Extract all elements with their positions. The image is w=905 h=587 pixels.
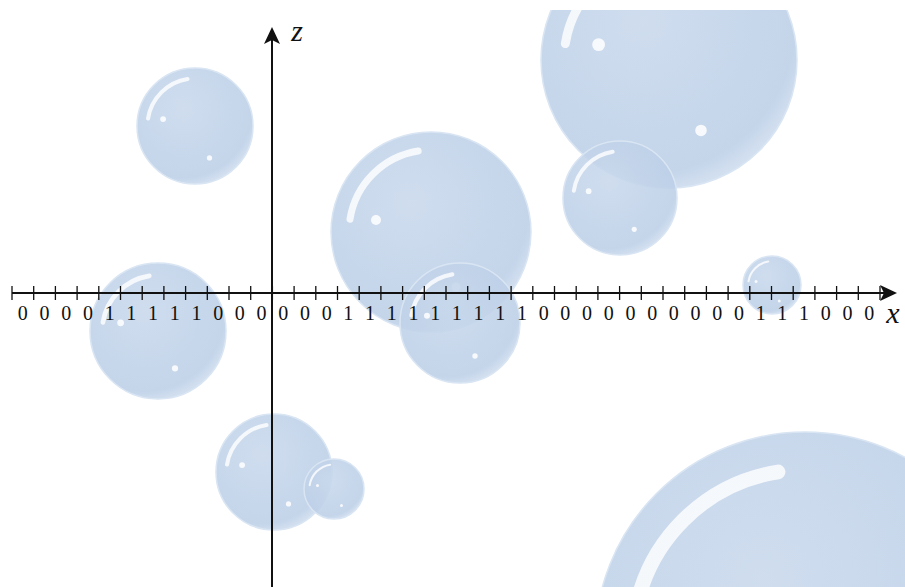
axes	[12, 27, 897, 587]
tick-mark	[380, 286, 381, 300]
bit-value: 0	[864, 303, 874, 323]
tick-mark	[727, 286, 728, 300]
bubble	[90, 263, 226, 399]
bit-value: 0	[18, 303, 28, 323]
bit-value: 1	[170, 303, 180, 323]
tick-mark	[142, 286, 143, 300]
z-axis	[271, 40, 273, 587]
tick-mark	[337, 286, 338, 300]
bit-value: 1	[387, 303, 397, 323]
tick-mark	[55, 286, 56, 300]
bit-value: 1	[191, 303, 201, 323]
tick-mark	[402, 286, 403, 300]
bubble	[137, 68, 253, 184]
bit-value: 0	[604, 303, 614, 323]
bit-value: 0	[257, 303, 267, 323]
tick-mark	[814, 286, 815, 300]
bit-value: 0	[712, 303, 722, 323]
tick-mark	[597, 286, 598, 300]
bit-value: 1	[756, 303, 766, 323]
bit-value: 1	[474, 303, 484, 323]
bit-value: 1	[452, 303, 462, 323]
tick-mark	[619, 286, 620, 300]
bit-value: 0	[669, 303, 679, 323]
tick-mark	[315, 286, 316, 300]
tick-mark	[510, 286, 511, 300]
tick-mark	[749, 286, 750, 300]
tick-mark	[120, 286, 121, 300]
tick-mark	[228, 286, 229, 300]
bit-value: 1	[408, 303, 418, 323]
bit-value: 0	[842, 303, 852, 323]
bit-value: 0	[322, 303, 332, 323]
tick-mark	[424, 286, 425, 300]
bit-value: 1	[365, 303, 375, 323]
bit-value: 1	[148, 303, 158, 323]
tick-mark	[771, 286, 772, 300]
tick-mark	[576, 286, 577, 300]
tick-mark	[98, 286, 99, 300]
bit-value: 0	[582, 303, 592, 323]
bit-value: 1	[126, 303, 136, 323]
bubble	[595, 432, 905, 587]
bit-value: 0	[625, 303, 635, 323]
bit-value: 0	[278, 303, 288, 323]
bit-value: 0	[61, 303, 71, 323]
tick-mark	[836, 286, 837, 300]
bit-value: 1	[343, 303, 353, 323]
bit-value: 1	[799, 303, 809, 323]
tick-mark	[662, 286, 663, 300]
bit-value: 0	[235, 303, 245, 323]
tick-mark	[641, 286, 642, 300]
tick-mark	[293, 286, 294, 300]
tick-mark	[250, 286, 251, 300]
tick-mark	[207, 286, 208, 300]
arrowhead	[264, 27, 280, 44]
tick-mark	[185, 286, 186, 300]
tick-mark	[359, 286, 360, 300]
bit-value: 0	[821, 303, 831, 323]
bit-value: 1	[430, 303, 440, 323]
tick-mark	[33, 286, 34, 300]
bit-value: 0	[691, 303, 701, 323]
tick-mark	[489, 286, 490, 300]
tick-mark	[272, 286, 273, 300]
tick-mark	[532, 286, 533, 300]
bubble	[563, 141, 677, 255]
bit-value: 0	[560, 303, 570, 323]
bubbles	[90, 10, 905, 587]
bit-value: 0	[213, 303, 223, 323]
bubble	[304, 459, 364, 519]
bit-value: 1	[495, 303, 505, 323]
bit-value: 0	[83, 303, 93, 323]
tick-mark	[879, 286, 880, 300]
tick-mark	[445, 286, 446, 300]
bubble	[743, 256, 801, 314]
tick-mark	[163, 286, 164, 300]
bit-value: 1	[777, 303, 787, 323]
bit-value: 1	[517, 303, 527, 323]
axis-label: z	[291, 16, 303, 46]
bubble	[400, 263, 520, 383]
tick-mark	[554, 286, 555, 300]
bit-value: 0	[647, 303, 657, 323]
tick-mark	[467, 286, 468, 300]
bit-value: 0	[40, 303, 50, 323]
tick-mark	[858, 286, 859, 300]
tick-mark	[706, 286, 707, 300]
bit-value: 1	[105, 303, 115, 323]
tick-mark	[684, 286, 685, 300]
tick-mark	[76, 286, 77, 300]
bit-value: 0	[539, 303, 549, 323]
axis-label: x	[886, 298, 899, 328]
bit-value: 0	[734, 303, 744, 323]
bit-value: 0	[300, 303, 310, 323]
tick-mark	[793, 286, 794, 300]
tick-mark	[11, 286, 12, 300]
